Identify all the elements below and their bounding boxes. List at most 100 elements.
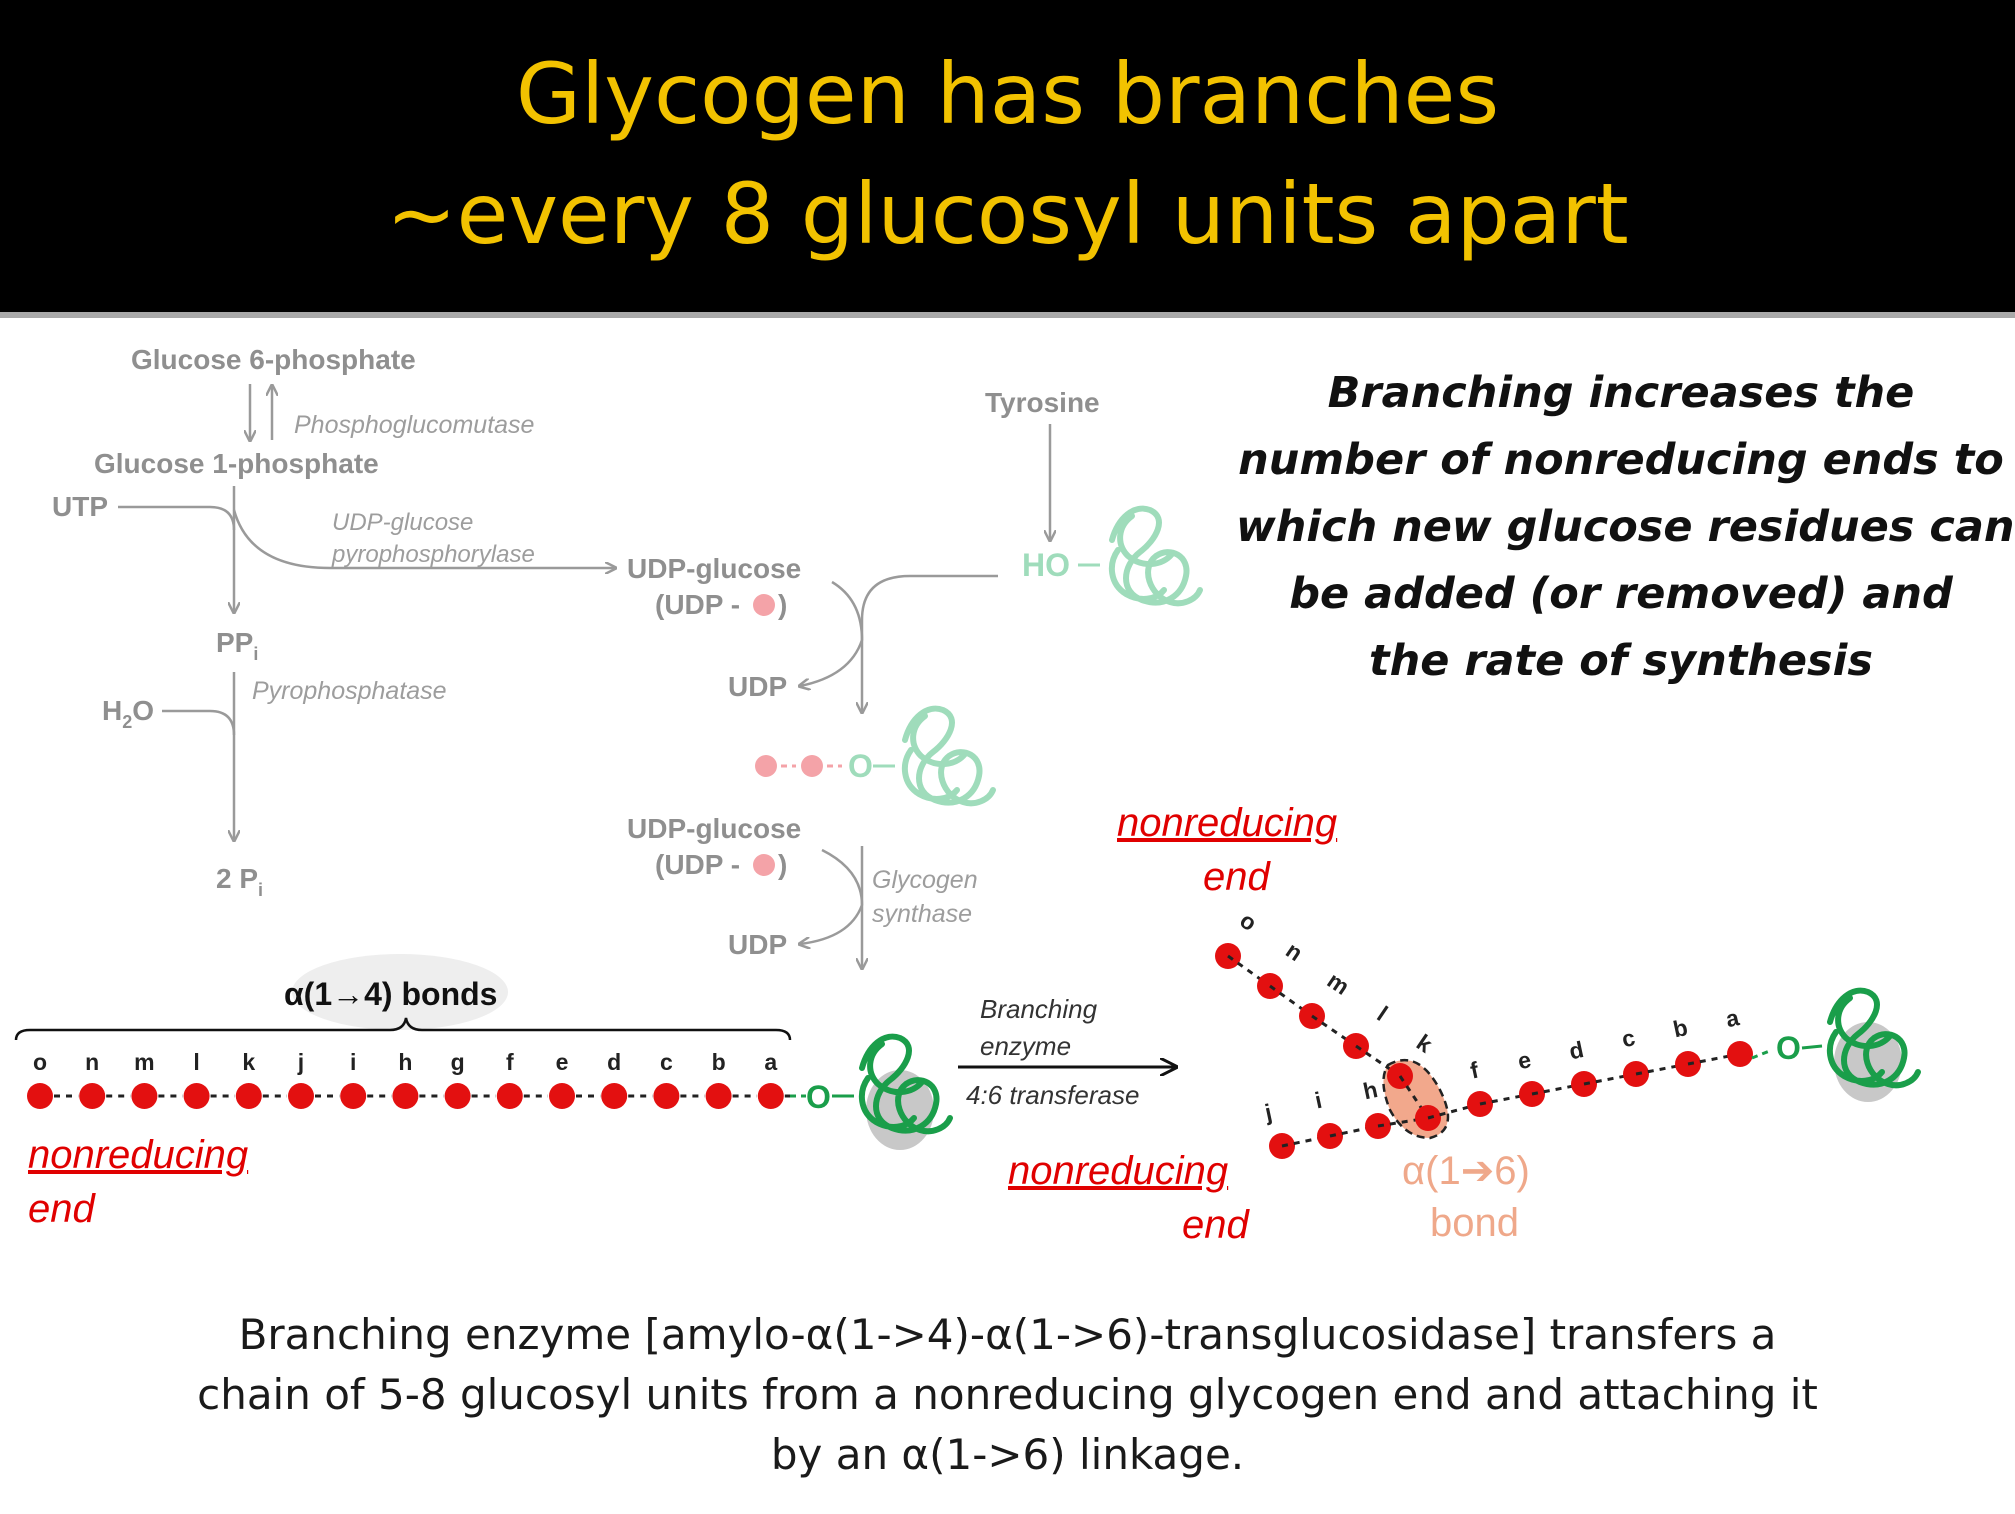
nonreducing-end-bottom-label: nonreducing bbox=[1008, 1149, 1228, 1193]
pyrophosphatase-label: Pyrophosphatase bbox=[252, 677, 447, 705]
glucose-residue bbox=[392, 1083, 419, 1109]
alpha-1-4-bonds-label: α(1→4) bonds bbox=[284, 976, 497, 1012]
udp-glucose-label-2: UDP-glucose bbox=[627, 813, 801, 844]
udp-glucose-label: UDP-glucose bbox=[627, 553, 801, 584]
residue-label: n bbox=[1281, 937, 1307, 966]
svg-text:O: O bbox=[806, 1079, 831, 1115]
residue-label: k bbox=[1412, 1029, 1437, 1058]
nonreducing-end-bottom-label-2: end bbox=[1182, 1203, 1250, 1247]
glucose-residue bbox=[1727, 1041, 1753, 1067]
residue-label: c bbox=[1619, 1024, 1637, 1052]
glucose-icon bbox=[801, 755, 823, 777]
glycogen-synthase-label: Glycogen bbox=[872, 866, 978, 894]
arrow-left-icon bbox=[800, 580, 864, 686]
title-divider bbox=[0, 312, 2015, 318]
phosphoglucomutase-label: Phosphoglucomutase bbox=[294, 411, 534, 439]
svg-text:O: O bbox=[1776, 1030, 1801, 1066]
residue-label: m bbox=[1323, 967, 1354, 1000]
residue-label: m bbox=[134, 1049, 154, 1075]
residue-label: d bbox=[1567, 1036, 1586, 1064]
bond-brace bbox=[14, 1017, 792, 1041]
glucose-residue bbox=[79, 1083, 106, 1109]
branching-enzyme-step: Branching enzyme 4:6 transferase bbox=[958, 994, 1176, 1110]
branching-enzyme-label-2: enzyme bbox=[980, 1031, 1071, 1061]
glucose-residue bbox=[444, 1083, 471, 1109]
tyrosine-label: Tyrosine bbox=[985, 387, 1100, 418]
udp-label-2: UDP bbox=[728, 929, 787, 960]
residue-label: f bbox=[1468, 1057, 1481, 1084]
glucose-residue bbox=[131, 1083, 158, 1109]
nonreducing-end-top-label-2: end bbox=[1203, 855, 1271, 899]
glucose-residue bbox=[340, 1083, 367, 1109]
branching-note: Branching increases the number of nonred… bbox=[1236, 360, 2015, 695]
residue-label: d bbox=[607, 1049, 621, 1075]
alpha-1-6-bond-label-2: bond bbox=[1430, 1201, 1519, 1245]
residue-label: i bbox=[350, 1049, 356, 1075]
residue-label: o bbox=[33, 1049, 47, 1075]
residue-label: g bbox=[451, 1049, 465, 1075]
residue-label: j bbox=[1262, 1099, 1275, 1126]
svg-text:O: O bbox=[848, 748, 873, 784]
residue-label: l bbox=[1373, 1001, 1393, 1026]
residue-label: i bbox=[1313, 1087, 1325, 1114]
residue-label: a bbox=[764, 1049, 777, 1075]
residue-label: e bbox=[556, 1049, 569, 1075]
arrow-right-icon bbox=[232, 509, 615, 568]
residue-label: k bbox=[242, 1049, 255, 1075]
residue-label: h bbox=[398, 1049, 412, 1075]
residue-label: f bbox=[506, 1049, 514, 1075]
residue-label: c bbox=[660, 1049, 673, 1075]
residue-label: o bbox=[1235, 907, 1261, 936]
slide-title-line-1: Glycogen has branches bbox=[515, 45, 1500, 143]
nonreducing-end-label: nonreducing bbox=[28, 1133, 248, 1177]
udp-glucose-paren-label: (UDP - bbox=[655, 589, 740, 620]
slide-title-line-2: ~every 8 glucosyl units apart bbox=[386, 165, 1629, 263]
hydroxyl-label: HO bbox=[1022, 547, 1070, 583]
svg-text:): ) bbox=[778, 849, 787, 880]
glucose-icon bbox=[753, 854, 775, 876]
residue-label: a bbox=[1723, 1004, 1741, 1032]
glucose-1-phosphate-label: Glucose 1-phosphate bbox=[94, 448, 379, 479]
arrow-left-icon bbox=[800, 848, 864, 944]
glucose-residue bbox=[601, 1083, 628, 1109]
caption: Branching enzyme [amylo-α(1->4)-α(1->6)-… bbox=[0, 1305, 2015, 1485]
glucose-6-phosphate-label: Glucose 6-phosphate bbox=[131, 344, 416, 375]
glucose-residue bbox=[235, 1083, 262, 1109]
h2o-label: H2O bbox=[102, 695, 154, 732]
glycogen-synthase-label-2: synthase bbox=[872, 900, 972, 928]
residue-label: n bbox=[85, 1049, 99, 1075]
2pi-label: 2 Pi bbox=[216, 863, 263, 900]
nonreducing-end-label-2: end bbox=[28, 1187, 96, 1231]
utp-label: UTP bbox=[52, 491, 108, 522]
caption-line-3: by an α(1->6) linkage. bbox=[770, 1430, 1245, 1479]
glucose-residue bbox=[549, 1083, 575, 1109]
glucose-residue bbox=[27, 1083, 53, 1109]
arrow-down-icon bbox=[862, 574, 998, 712]
ppi-label: PPi bbox=[216, 627, 258, 664]
glucose-residue bbox=[496, 1083, 523, 1109]
glucose-residue bbox=[183, 1083, 210, 1109]
glucose-residue bbox=[653, 1083, 680, 1109]
glucose-residue bbox=[705, 1083, 732, 1109]
branching-enzyme-label: Branching bbox=[980, 994, 1098, 1024]
glycogenin-icon bbox=[905, 709, 993, 804]
note-line-1: Branching increases the bbox=[1327, 368, 1915, 418]
caption-line-2: chain of 5-8 glucosyl units from a nonre… bbox=[197, 1370, 1818, 1419]
residue-label: l bbox=[193, 1049, 199, 1075]
transferase-label: 4:6 transferase bbox=[966, 1080, 1139, 1110]
udp-glucose-pyrophosphorylase-label-2: pyrophosphorylase bbox=[331, 541, 535, 568]
note-line-5: the rate of synthesis bbox=[1369, 636, 1873, 686]
linear-glycogen-chain: α(1→4) bonds o n m l k j i h g f e d c b a O nonreduci… bbox=[14, 954, 950, 1231]
svg-text:): ) bbox=[778, 589, 787, 620]
note-line-4: be added (or removed) and bbox=[1289, 569, 1953, 619]
nonreducing-end-top-label: nonreducing bbox=[1117, 801, 1337, 845]
residue-label: j bbox=[297, 1049, 304, 1075]
residue-label: e bbox=[1515, 1046, 1533, 1074]
title-bar bbox=[0, 0, 2015, 312]
note-line-2: number of nonreducing ends to bbox=[1238, 435, 2004, 485]
residue-label: b bbox=[712, 1049, 726, 1075]
note-line-3: which new glucose residues can bbox=[1236, 502, 2015, 552]
udp-glucose-pyrophosphorylase-label: UDP-glucose bbox=[332, 509, 473, 536]
residue-label: h bbox=[1361, 1076, 1380, 1104]
